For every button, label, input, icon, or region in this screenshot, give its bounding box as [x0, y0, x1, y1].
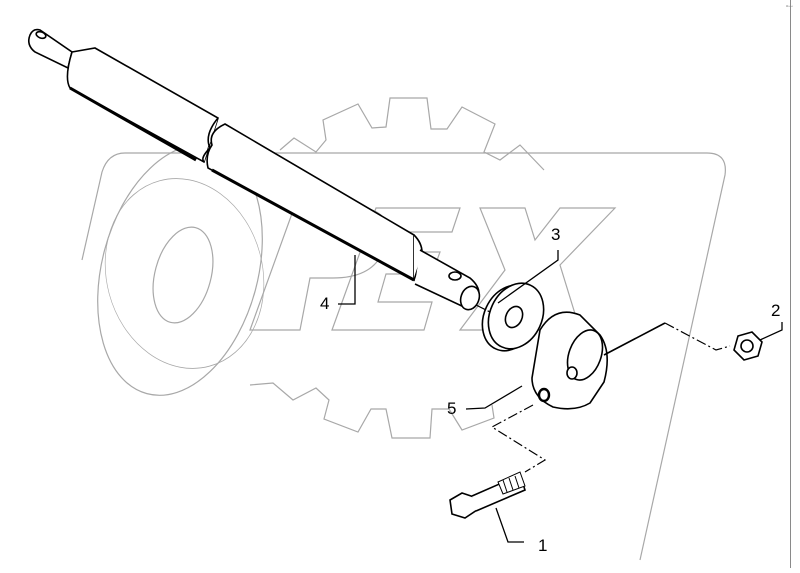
hex-nut-part	[733, 331, 763, 361]
leader-lines	[338, 250, 783, 543]
callout-2: 2	[771, 301, 781, 320]
callout-4: 4	[320, 294, 330, 313]
callout-1: 1	[538, 536, 548, 555]
callout-5: 5	[447, 399, 457, 418]
clamp-collar-part	[531, 311, 666, 410]
assembly-axis-lines	[475, 304, 731, 473]
corner-mark: ᵃ▫▫▫	[786, 4, 794, 10]
callout-3: 3	[551, 225, 561, 244]
shaft-part	[28, 28, 481, 311]
image-border	[790, 0, 791, 568]
hex-bolt-part	[449, 471, 526, 519]
